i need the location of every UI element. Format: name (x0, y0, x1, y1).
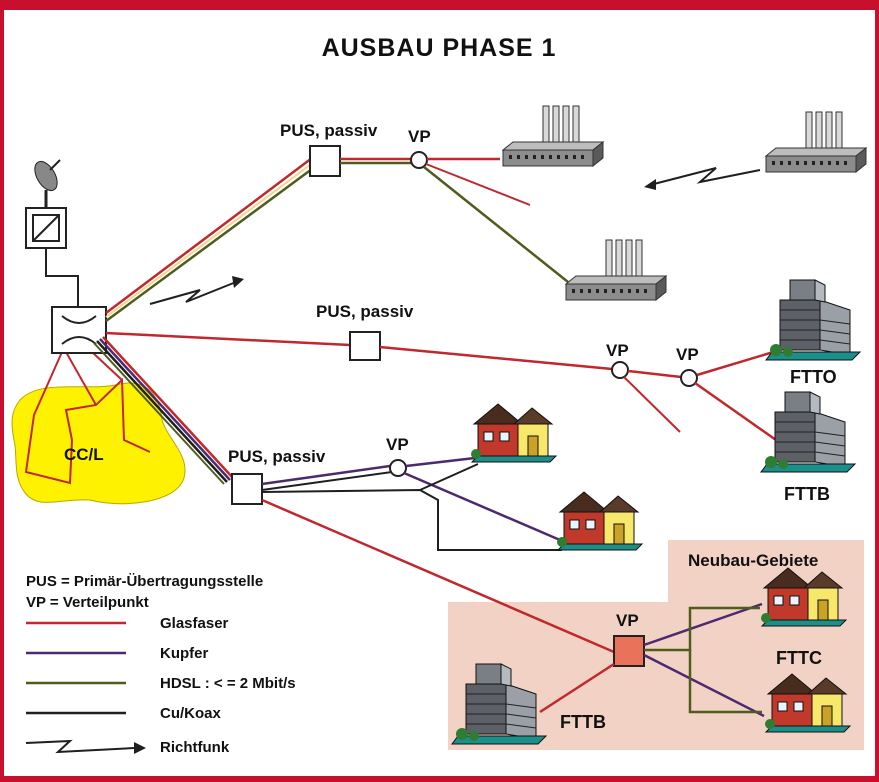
pus-top-label: PUS, passiv (280, 121, 378, 140)
vp-bottom-to-house1 (405, 456, 476, 468)
mid-trunk-to-vp1 (379, 345, 613, 371)
factory-icon-1 (502, 105, 604, 167)
pus-bottom-cukoax (261, 471, 393, 491)
vp-top-label: VP (408, 127, 431, 146)
vp-mid1-node (611, 361, 629, 379)
house-icon-1 (470, 403, 557, 463)
top-trunk-light (105, 161, 315, 318)
vp-top-to-factory2 (423, 166, 569, 283)
vp-top-node (410, 151, 428, 169)
hdsl-to-house-a (644, 606, 760, 652)
factory-icon-2 (765, 111, 867, 173)
bottom-border (0, 776, 879, 782)
legend-pus-definition: PUS = Primär-Übertragungsstelle (26, 573, 263, 590)
legend-label-hdsl: HDSL : < = 2 Mbit/s (160, 675, 296, 692)
vp-mid2-to-fttb (694, 381, 777, 442)
top-trunk-hdsl (105, 164, 317, 323)
left-border (0, 10, 4, 782)
low-trunk-hdsl (93, 342, 225, 485)
neubau-label: Neubau-Gebiete (688, 551, 818, 570)
legend-label-glasfaser: Glasfaser (160, 615, 229, 632)
pus-top-node (309, 145, 341, 177)
vp-mid2-node (680, 369, 698, 387)
cukoax-loop (261, 488, 562, 551)
house-icon-2 (556, 491, 643, 551)
office-building-fttb-right-icon (760, 391, 856, 473)
pus-bottom-node (231, 473, 263, 505)
top-border (0, 0, 879, 10)
legend-label-cukoax: Cu/Koax (160, 705, 222, 722)
fttc-label: FTTC (776, 648, 822, 668)
vp-neubau-node (613, 635, 645, 667)
vp-neubau-label: VP (616, 611, 639, 630)
richtfunk-arrow-top (644, 167, 761, 190)
ccl-ring-line (24, 351, 151, 485)
office-building-ftto-icon (765, 279, 861, 361)
pus-mid-node (349, 331, 381, 361)
diagram-title: AUSBAU PHASE 1 (322, 34, 557, 62)
vp-mid1-label: VP (606, 341, 629, 360)
mid-trunk-to-pus (105, 331, 351, 347)
neubau-region (448, 540, 864, 750)
vp-neubau-to-house-a (643, 602, 763, 647)
right-border (875, 10, 879, 782)
richtfunk-arrow-mid (149, 276, 244, 305)
vp-mid2-label: VP (676, 345, 699, 364)
vp-neubau-to-fttb (539, 662, 615, 714)
ccl-label: CC/L (64, 445, 104, 464)
low-trunk-kupfer (99, 338, 231, 481)
pus-mid-label: PUS, passiv (316, 302, 414, 321)
vp-mid1-to-vp2 (627, 369, 682, 379)
low-trunk-cukoax (96, 340, 228, 483)
vp-mid2-to-ftto (696, 348, 781, 377)
vp-bottom-to-house2 (403, 471, 561, 542)
vp-bottom-node (389, 459, 407, 477)
ccl-link-b (91, 351, 123, 381)
pus-bottom-label: PUS, passiv (228, 447, 326, 466)
satellite-dish-icon (34, 159, 61, 208)
factory-icon-3 (565, 239, 667, 301)
glasfaser-to-neubau-vp (261, 498, 615, 654)
vp-top-stub (425, 163, 531, 206)
ftto-label: FTTO (790, 367, 837, 387)
legend-label-kupfer: Kupfer (160, 645, 208, 662)
pus-bottom-kupfer (261, 464, 391, 486)
top-trunk-glasfaser (105, 157, 313, 314)
cukoax-to-house1 (419, 463, 479, 491)
ccl-link-a (65, 351, 97, 406)
legend-richtfunk-arrow-icon (25, 739, 146, 754)
vp-mid1-stub (623, 376, 681, 433)
low-trunk-glasfaser (102, 336, 234, 479)
vp-bottom-label: VP (386, 435, 409, 454)
vp-neubau-to-house-b (643, 653, 765, 718)
ccl-area (11, 382, 186, 505)
legend-vp-definition: VP = Verteilpunkt (26, 594, 149, 611)
hdsl-to-house-b (688, 650, 762, 714)
legend-label-richtfunk: Richtfunk (160, 739, 230, 756)
fttb-right-label: FTTB (784, 484, 830, 504)
converter-box-icon (25, 207, 67, 249)
fttb-bottom-label: FTTB (560, 712, 606, 732)
converter-link (45, 248, 79, 307)
